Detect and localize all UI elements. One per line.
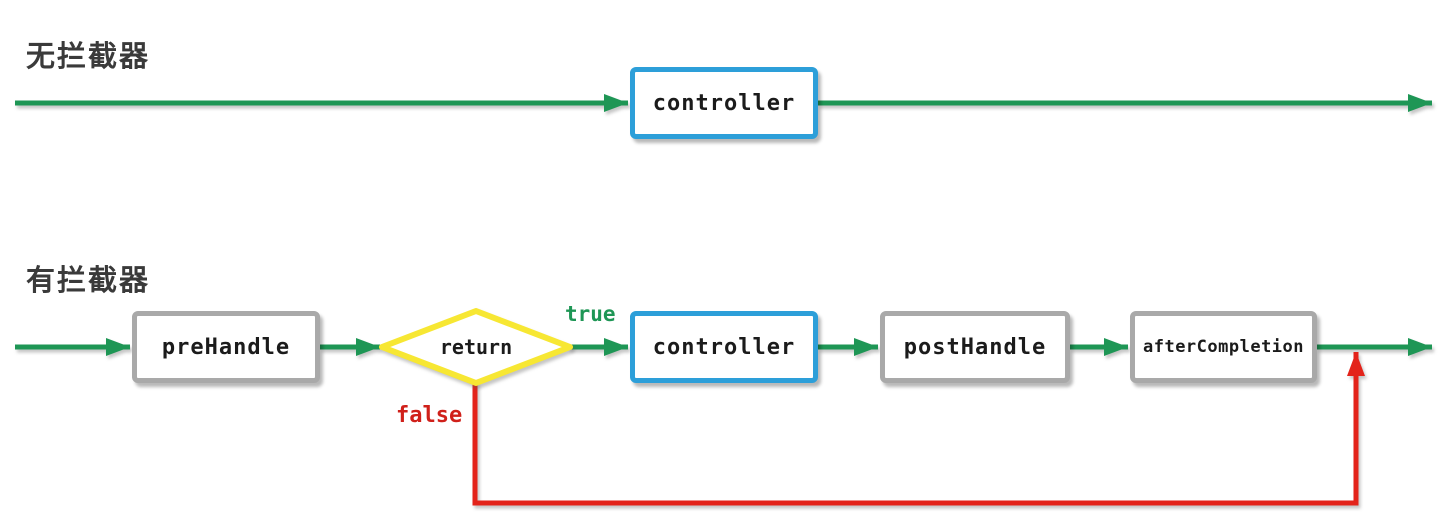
return-label: return (439, 335, 513, 359)
section-title-with-interceptor: 有拦截器 (26, 263, 151, 297)
posthandle-node: postHandle (880, 311, 1070, 383)
controller-node: controller (630, 311, 818, 383)
section-title-no-interceptor: 无拦截器 (26, 39, 151, 73)
return-diamond-shape (379, 308, 573, 386)
controller-node-top: controller (630, 67, 818, 139)
false-branch-line (472, 352, 1365, 506)
aftercompletion-node: afterCompletion (1130, 311, 1317, 383)
false-branch-label: false (396, 403, 463, 428)
prehandle-node: preHandle (132, 311, 320, 383)
true-branch-label: true (565, 302, 616, 326)
